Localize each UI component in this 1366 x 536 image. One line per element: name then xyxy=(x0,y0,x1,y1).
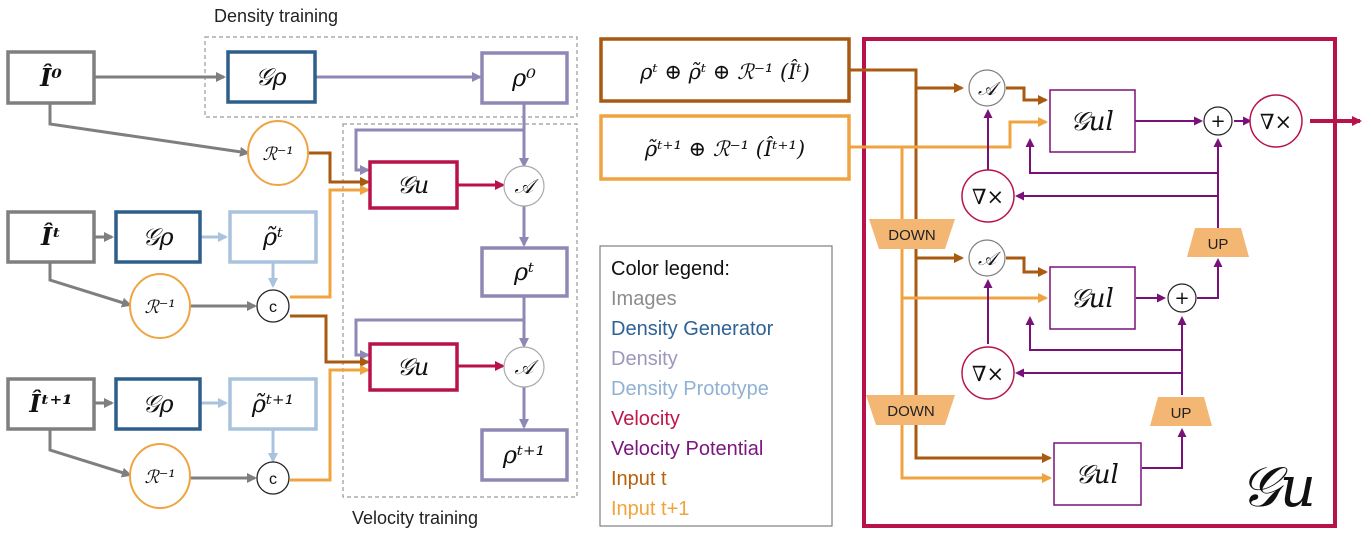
density-prototype-t: ρ̃ᵗ xyxy=(228,210,318,264)
svg-text:ρᵗ⁺¹: ρᵗ⁺¹ xyxy=(502,441,545,469)
svg-text:𝒢ρ: 𝒢ρ xyxy=(142,223,173,251)
svg-text:𝒢ρ: 𝒢ρ xyxy=(255,63,286,91)
velocity-training-region xyxy=(342,123,578,498)
svg-text:𝒢u: 𝒢u xyxy=(397,353,430,381)
legend-title: Color legend: xyxy=(611,258,730,280)
density-generator-top: 𝒢ρ xyxy=(226,50,317,104)
legend-item: Density Generator xyxy=(611,318,774,340)
potential-generator-2: 𝒢ul xyxy=(1049,266,1136,330)
svg-text:DOWN: DOWN xyxy=(887,403,935,420)
curl-node-out: ∇× xyxy=(1249,94,1303,148)
svg-text:DOWN: DOWN xyxy=(888,227,936,244)
add-node-2: + xyxy=(1167,283,1197,313)
velocity-network-frame xyxy=(862,37,1337,528)
potential-generator-3: 𝒢ul xyxy=(1053,442,1142,506)
svg-text:𝒢u: 𝒢u xyxy=(397,171,430,199)
svg-text:Îᵗ⁺¹: Îᵗ⁺¹ xyxy=(28,389,72,418)
add-node-1: + xyxy=(1203,106,1233,136)
advection-node-2: 𝒜 xyxy=(503,346,545,388)
curl-node-1: ∇× xyxy=(961,169,1015,223)
advection-node-1: 𝒜 xyxy=(503,165,545,207)
svg-text:𝒢ρ: 𝒢ρ xyxy=(142,390,173,418)
density-rho0: ρ⁰ xyxy=(480,51,569,105)
svg-text:ρ̃ᵗ⁺¹: ρ̃ᵗ⁺¹ xyxy=(251,390,294,418)
legend-item: Input t xyxy=(611,468,667,490)
density-generator-bottom: 𝒢ρ xyxy=(114,377,202,431)
legend-item: Density Prototype xyxy=(611,378,769,400)
upsample-block-2: UP xyxy=(1150,397,1212,426)
svg-text:c: c xyxy=(269,299,277,316)
input-t-box: ρᵗ ⊕ ρ̃ᵗ ⊕ ℛ⁻¹ (Îᵗ) xyxy=(599,37,851,103)
image-node-it1: Îᵗ⁺¹ xyxy=(6,377,96,431)
svg-text:∇×: ∇× xyxy=(972,185,1004,209)
density-training-label: Density training xyxy=(214,6,338,26)
svg-text:ρ̃ᵗ: ρ̃ᵗ xyxy=(262,223,283,251)
svg-text:ℛ⁻¹: ℛ⁻¹ xyxy=(262,144,293,165)
legend-item: Velocity xyxy=(611,408,680,430)
legend-item: Input t+1 xyxy=(611,498,689,520)
upsample-block-1: UP xyxy=(1187,228,1249,257)
svg-text:ρ̃ᵗ⁺¹ ⊕ ℛ⁻¹ (Îᵗ⁺¹): ρ̃ᵗ⁺¹ ⊕ ℛ⁻¹ (Îᵗ⁺¹) xyxy=(644,137,805,161)
potential-generator-1: 𝒢ul xyxy=(1049,89,1136,153)
svg-text:𝒢ul: 𝒢ul xyxy=(1070,284,1114,314)
svg-text:∇×: ∇× xyxy=(972,362,1004,386)
svg-text:ρ⁰: ρ⁰ xyxy=(511,64,536,92)
svg-text:Î⁰: Î⁰ xyxy=(39,63,62,92)
svg-text:UP: UP xyxy=(1171,405,1192,422)
svg-text:∇×: ∇× xyxy=(1260,110,1292,134)
svg-text:UP: UP xyxy=(1208,236,1229,253)
svg-text:c: c xyxy=(269,471,277,488)
left-connectors xyxy=(48,72,529,483)
svg-text:𝒢ul: 𝒢ul xyxy=(1075,460,1119,490)
legend-item: Images xyxy=(611,288,677,310)
svg-text:+: + xyxy=(1174,288,1189,309)
svg-text:ρᵗ: ρᵗ xyxy=(513,258,534,286)
resample-inverse-mid: ℛ⁻¹ xyxy=(129,273,191,339)
svg-text:𝒢ul: 𝒢ul xyxy=(1070,107,1114,137)
legend-item: Density xyxy=(611,348,678,370)
downsample-block-1: DOWN xyxy=(869,219,955,249)
density-prototype-t1: ρ̃ᵗ⁺¹ xyxy=(228,377,318,431)
svg-text:ρᵗ ⊕ ρ̃ᵗ ⊕ ℛ⁻¹ (Îᵗ): ρᵗ ⊕ ρ̃ᵗ ⊕ ℛ⁻¹ (Îᵗ) xyxy=(639,60,810,84)
image-node-i0: Î⁰ xyxy=(6,50,96,105)
advection-node-r2: 𝒜 xyxy=(968,239,1006,277)
downsample-block-2: DOWN xyxy=(866,395,955,425)
legend-item: Velocity Potential xyxy=(611,438,763,460)
advection-node-r1: 𝒜 xyxy=(968,69,1006,107)
resample-inverse-top: ℛ⁻¹ xyxy=(247,120,309,186)
svg-text:ℛ⁻¹: ℛ⁻¹ xyxy=(144,467,175,488)
input-t1-box: ρ̃ᵗ⁺¹ ⊕ ℛ⁻¹ (Îᵗ⁺¹) xyxy=(599,114,851,181)
svg-text:Îᵗ: Îᵗ xyxy=(40,222,61,251)
velocity-training-label: Velocity training xyxy=(352,508,478,528)
curl-node-2: ∇× xyxy=(961,346,1015,400)
velocity-generator-1: 𝒢u xyxy=(368,160,459,210)
image-node-it: Îᵗ xyxy=(6,210,96,264)
concat-node-t: c xyxy=(256,289,290,323)
svg-text:ℛ⁻¹: ℛ⁻¹ xyxy=(144,297,175,318)
concat-node-t1: c xyxy=(256,461,290,495)
velocity-generator-2: 𝒢u xyxy=(368,342,459,392)
density-generator-mid: 𝒢ρ xyxy=(114,210,202,264)
svg-text:+: + xyxy=(1210,111,1225,132)
resample-inverse-bottom: ℛ⁻¹ xyxy=(129,443,191,509)
velocity-network-title: 𝒢u xyxy=(1240,455,1316,520)
density-rhot1: ρᵗ⁺¹ xyxy=(480,428,569,482)
density-rhot: ρᵗ xyxy=(480,246,569,298)
